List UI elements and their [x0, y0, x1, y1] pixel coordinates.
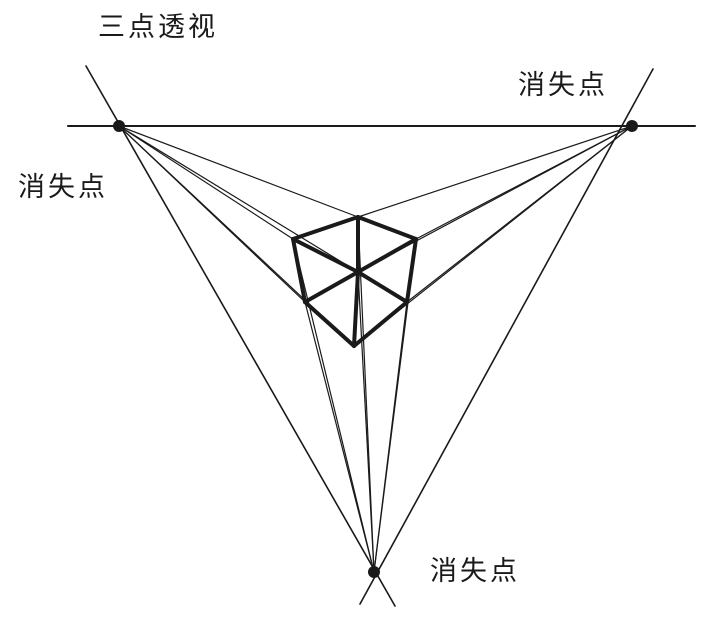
left-vp-rays [118, 125, 359, 347]
vanishing-point-left-label: 消失点 [18, 172, 108, 203]
vanishing-point-bottom [368, 566, 380, 578]
outer-line-left [85, 65, 396, 607]
outer-line-right [359, 68, 654, 605]
vanishing-point-left [113, 120, 125, 132]
vanishing-point-right [626, 120, 638, 132]
diagram-title: 三点透视 [98, 12, 218, 43]
vanishing-point-right-label: 消失点 [518, 70, 608, 101]
vanishing-point-bottom-label: 消失点 [430, 556, 520, 587]
cube [291, 215, 418, 348]
